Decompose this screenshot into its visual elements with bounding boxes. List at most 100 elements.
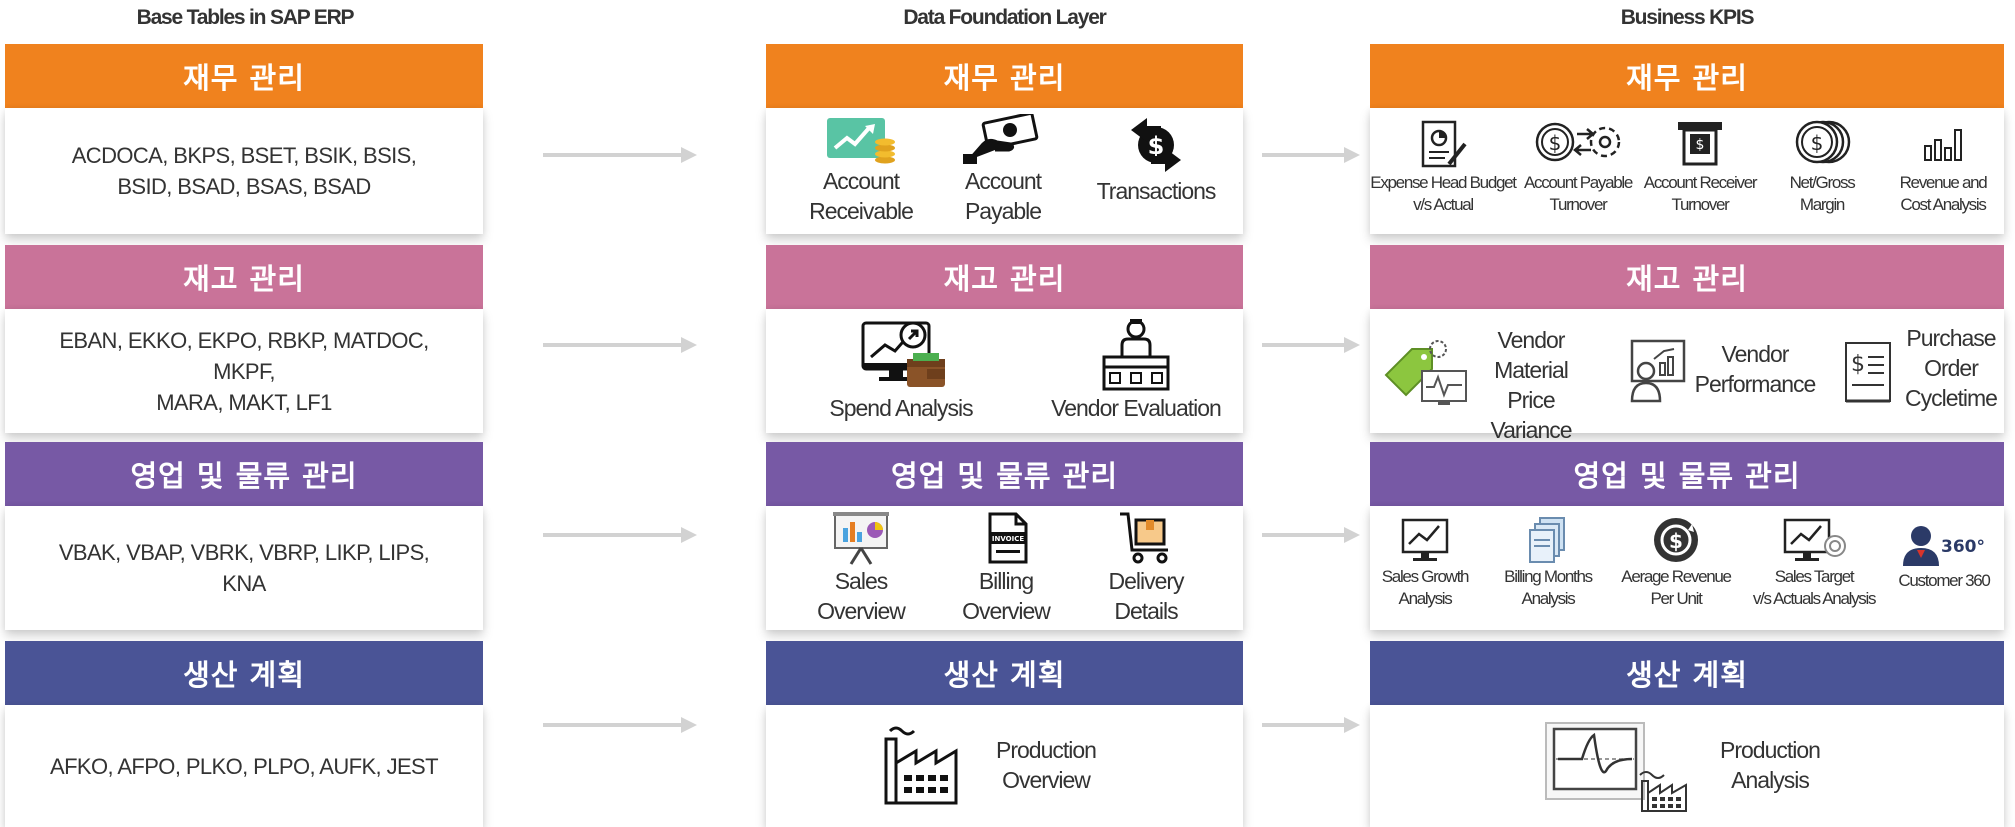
flow-arrow [1262,527,1360,543]
item-label: Account Payable [964,168,1042,224]
base-section-header: 재고 관리 [5,245,483,309]
account-payable-item: Account Payable [938,114,1068,226]
base-section-box: AFKO, AFPO, PLKO, PLPO, AUFK, JEST [5,705,483,827]
svg-text:$: $ [1669,529,1683,553]
sales-growth-item: Sales Growth Analysis [1370,516,1480,610]
growth-monitor-icon [1370,516,1480,566]
column-title-kpi: Business KPIS [1620,6,1755,29]
foundation-section-box: Sales Overview INVOICE Billing Overview … [766,506,1243,630]
price-tag-chart-icon [1382,335,1472,416]
kpi-label: Aerage Revenue Per Unit [1621,567,1732,608]
customer-360-icon: 360° [1886,522,2002,570]
kpi-label: Sales Growth Analysis [1381,567,1470,608]
flow-arrow [543,717,697,733]
sales-overview-item: Sales Overview [806,510,916,626]
base-section-box: ACDOCA, BKPS, BSET, BSIK, BSIS, BSID, BS… [5,108,483,234]
item-label: Transactions [1096,178,1217,204]
person-chart-icon [1626,335,1690,412]
kpi-section-box: Production Analysis [1370,705,2004,827]
item-label: Vendor Evaluation [1051,395,1222,421]
foundation-section-header: 재무 관리 [766,44,1243,108]
base-section-box: VBAK, VBAP, VBRK, VBRP, LIKP, LIPS, KNA [5,506,483,630]
kpi-label: Account Payable Turnover [1523,173,1633,214]
report-pen-icon [1370,116,1516,172]
kpi-section-box: Vendor Material Price Variance Vendor Pe… [1370,309,2004,443]
money-chart-icon [796,114,926,166]
dollar-cycle-icon: $ [1520,116,1636,172]
target-monitor-icon [1744,516,1884,566]
vendor-desk-icon [1046,317,1226,393]
invoice-icon-text: INVOICE [992,535,1024,543]
monitor-wallet-icon [821,317,981,393]
net-gross-margin-item: $ Net/Gross Margin [1766,116,1878,216]
account-receiver-turnover-item: $ Account Receiver Turnover [1642,116,1758,216]
kpi-label: Customer 360 [1898,571,1990,590]
customer-360-item: 360° Customer 360 [1886,522,2002,592]
billing-overview-item: INVOICE Billing Overview [951,510,1061,626]
vendor-evaluation-item: Vendor Evaluation [1046,317,1226,423]
average-revenue-item: $ Aerage Revenue Per Unit [1616,516,1736,610]
flow-arrow [1262,147,1360,163]
factory-icon-wrap [874,723,974,809]
vendor-material-price-variance-label: Vendor Material Price Variance [1490,327,1572,443]
factory-icon [874,723,974,809]
svg-text:$: $ [1696,137,1705,153]
document-stack-icon [1490,516,1606,566]
spend-analysis-item: Spend Analysis [821,317,981,423]
cart-box-icon [1086,510,1206,566]
svg-text:$: $ [1851,352,1865,377]
revenue-cost-item: Revenue and Cost Analysis [1886,116,2000,216]
account-payable-turnover-item: $ Account Payable Turnover [1520,116,1636,216]
dollar-refresh-icon: $ [1616,516,1736,566]
item-label: Spend Analysis [829,395,973,421]
atm-cash-icon: $ [1642,116,1758,172]
bar-chart-icon [1886,116,2000,172]
column-title-base: Base Tables in SAP ERP [136,6,355,29]
base-tables-text: EBAN, EKKO, EKPO, RBKP, MATDOC, MKPF, MA… [59,327,429,415]
kpi-label: Sales Target v/s Actuals Analysis [1752,567,1877,608]
invoice-icon: INVOICE [951,510,1061,566]
kpi-label: Billing Months Analysis [1504,567,1593,608]
expense-budget-item: Expense Head Budget v/s Actual [1370,116,1517,216]
kpi-section-header: 재무 관리 [1370,44,2004,108]
production-analysis-label: Production Analysis [1720,737,1821,793]
hand-money-icon [938,114,1068,166]
foundation-section-box: Production Overview [766,705,1243,827]
base-section-header: 재무 관리 [5,44,483,108]
kpi-label: Account Receiver Turnover [1643,173,1758,214]
presentation-board-icon [806,510,916,566]
dollar-document-icon: $ [1840,335,1896,412]
purchase-order-cycletime-label: Purchase Order Cycletime [1905,325,1998,411]
kpi-label: Net/Gross Margin [1789,173,1856,214]
foundation-section-header: 영업 및 물류 관리 [766,442,1243,506]
item-label: Account Receivable [809,168,914,224]
flow-arrow [1262,717,1360,733]
column-title-foundation: Data Foundation Layer [903,6,1107,29]
svg-text:$: $ [1549,131,1562,155]
flow-arrow [543,337,697,353]
foundation-section-header: 생산 계획 [766,641,1243,705]
base-tables-text: VBAK, VBAP, VBRK, VBRP, LIKP, LIPS, KNA [58,540,430,596]
production-overview-label: Production Overview [996,737,1097,793]
foundation-section-box: Spend Analysis Vendor Evaluation [766,309,1243,433]
base-section-header: 영업 및 물류 관리 [5,442,483,506]
account-receivable-item: Account Receivable [796,114,926,226]
item-label: Sales Overview [817,568,906,624]
kpi-section-header: 생산 계획 [1370,641,2004,705]
item-label: Billing Overview [962,568,1051,624]
base-section-header: 생산 계획 [5,641,483,705]
foundation-column: 재무 관리 Account Receivable Account Payable… [766,0,1243,827]
kpi-section-header: 영업 및 물류 관리 [1370,442,2004,506]
flow-arrow [543,527,697,543]
billing-months-item: Billing Months Analysis [1490,516,1606,610]
svg-text:$: $ [1811,131,1824,155]
transactions-item: $ Transactions [1076,114,1236,206]
production-chart-factory-icon [1542,719,1702,818]
vendor-performance-label: Vendor Performance [1694,341,1817,397]
foundation-section-box: Account Receivable Account Payable $ Tra… [766,108,1243,234]
dollar-exchange-icon: $ [1076,114,1236,176]
foundation-section-header: 재고 관리 [766,245,1243,309]
base-tables-text: AFKO, AFPO, PLKO, PLPO, AUFK, JEST [50,753,439,779]
flow-arrow [543,147,697,163]
kpi-section-box: Expense Head Budget v/s Actual $ Account… [1370,108,2004,234]
